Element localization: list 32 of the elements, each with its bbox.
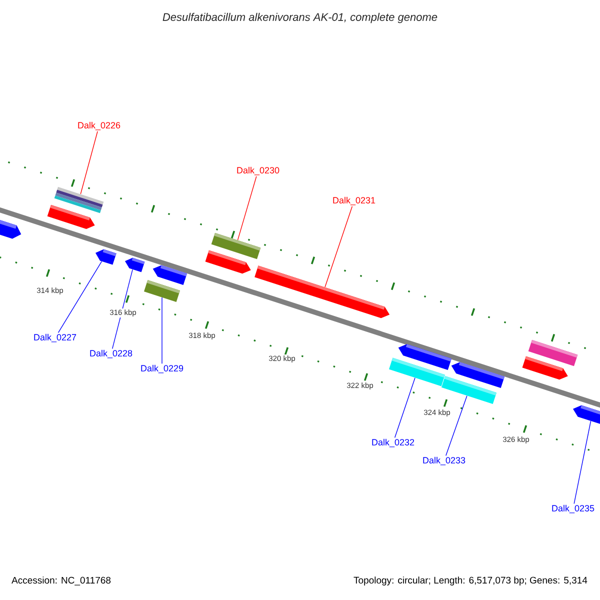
leader-line	[446, 396, 468, 456]
gene-label: Dalk_0230	[237, 166, 280, 176]
gene-label: Dalk_0229	[141, 364, 184, 374]
genome-info-text: Topology: circular; Length: 6,517,073 bp; Genes: 5,314	[354, 576, 588, 586]
gene-label: Dalk_0226	[78, 122, 120, 130]
gene-feature	[124, 258, 145, 272]
gene-label: Dalk_0231	[333, 196, 376, 206]
gene-label: Dalk_0233	[423, 456, 466, 466]
gene-feature	[152, 265, 188, 285]
leader-line	[112, 269, 133, 349]
feature-stripes	[54, 186, 104, 214]
title: Desulfatibacillum alkenivorans AK-01, complete genome	[162, 12, 438, 24]
gene-feature	[254, 266, 390, 318]
leader-line	[394, 378, 416, 438]
leader-line	[80, 131, 98, 194]
leader-line	[324, 206, 353, 288]
gene-bar	[528, 340, 578, 366]
gene-feature	[572, 405, 600, 427]
leader-line	[237, 176, 257, 240]
leader-line	[58, 261, 102, 333]
gene-feature	[398, 344, 452, 370]
gene-label: Dalk_0235	[552, 504, 594, 514]
gene-feature	[96, 249, 116, 265]
gene-label: Dalk_0232	[372, 438, 414, 448]
accession-text: Accession: NC_011768	[12, 576, 111, 586]
gene-feature	[451, 362, 505, 388]
gene-label: Dalk_0227	[34, 334, 76, 342]
gene-feature	[0, 217, 22, 239]
gene-bar	[144, 280, 180, 302]
leader-line	[574, 420, 592, 504]
gene-label: Dalk_0228	[90, 350, 132, 358]
gene-bar	[211, 232, 261, 260]
